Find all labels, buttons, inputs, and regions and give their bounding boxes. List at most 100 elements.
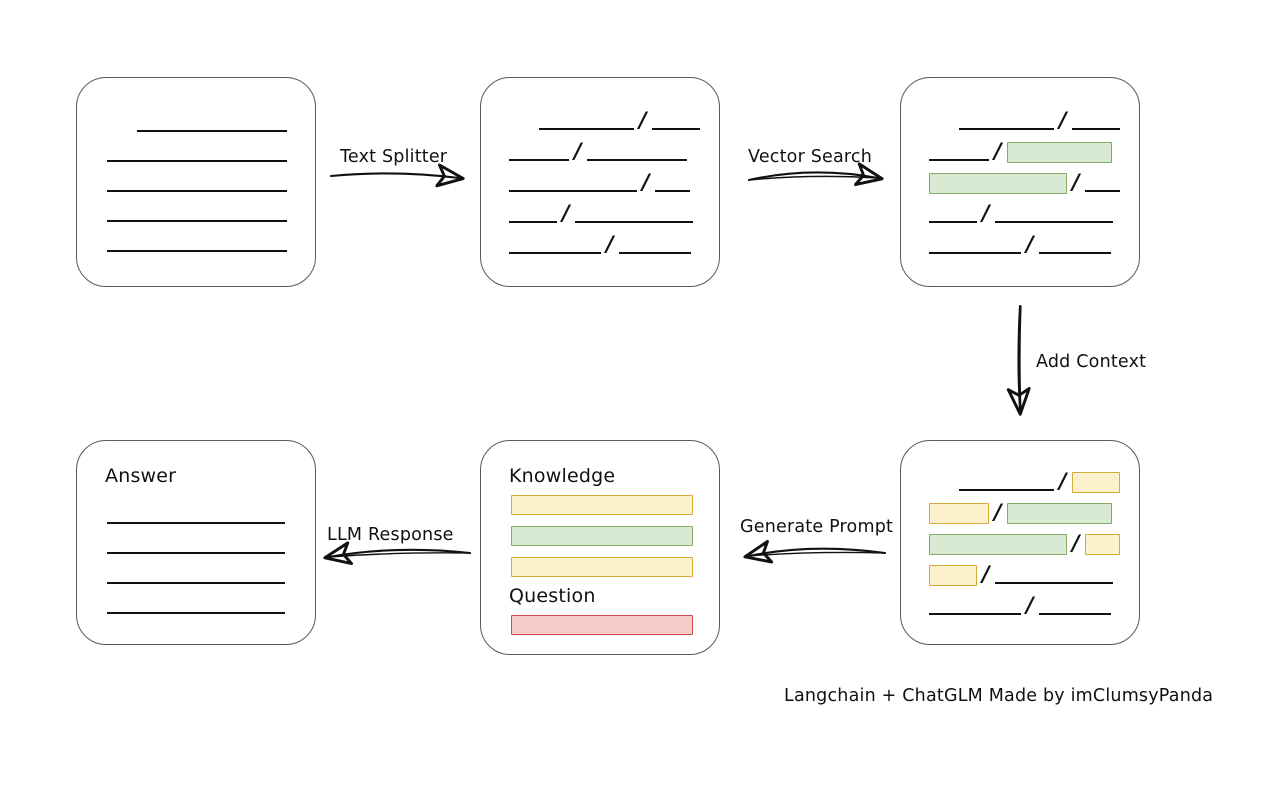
line-segment — [107, 504, 285, 526]
footer-credit: Langchain + ChatGLM Made by imClumsyPand… — [784, 686, 1214, 706]
line-segment — [1038, 595, 1111, 617]
doc-row — [107, 504, 285, 526]
slash-separator: / — [1026, 231, 1034, 256]
edge-label-text-splitter: Text Splitter — [340, 147, 448, 167]
line-segment — [1084, 172, 1120, 194]
line-segment — [107, 142, 287, 164]
line-segment — [509, 141, 569, 163]
doc-row: / — [509, 169, 690, 194]
answer-label: Answer — [105, 465, 177, 487]
arrow-text-splitter — [329, 163, 465, 188]
doc-row: / — [929, 592, 1111, 617]
slash-separator: / — [1072, 169, 1080, 194]
slash-separator: / — [994, 499, 1002, 524]
slash-separator: / — [994, 138, 1002, 163]
doc-row — [107, 202, 287, 224]
highlight-segment-green — [929, 172, 1067, 194]
line-segment — [1071, 110, 1120, 132]
doc-row: / — [929, 202, 1113, 225]
doc-row — [107, 142, 287, 164]
edge-label-vector-search: Vector Search — [748, 147, 873, 167]
doc-row: / — [509, 200, 693, 225]
knowledge-bar-yellow — [511, 557, 693, 577]
line-segment — [994, 564, 1113, 586]
arrow-vector-search — [747, 162, 884, 187]
doc-row: / — [929, 561, 1113, 586]
doc-row: / — [539, 107, 700, 132]
doc-row: / — [509, 138, 687, 163]
edge-label-generate-prompt: Generate Prompt — [740, 517, 894, 537]
line-segment — [107, 202, 287, 224]
slash-separator: / — [639, 107, 647, 132]
arrow-add-context — [1006, 304, 1031, 416]
line-segment — [107, 534, 285, 556]
doc-row — [107, 594, 285, 616]
doc-row: / — [959, 107, 1120, 132]
node-answer[interactable]: Answer — [76, 440, 316, 645]
highlight-segment-yellow — [929, 502, 989, 524]
highlight-segment-yellow — [1084, 533, 1120, 555]
doc-row — [107, 232, 287, 254]
slash-separator: / — [1026, 592, 1034, 617]
line-segment — [137, 112, 287, 134]
line-segment — [1038, 234, 1111, 256]
highlight-segment-green — [1006, 141, 1112, 163]
line-segment — [107, 594, 285, 616]
slash-separator: / — [562, 200, 570, 225]
line-segment — [539, 110, 634, 132]
node-matched-document[interactable]: / / / / / — [900, 77, 1140, 287]
doc-row — [107, 534, 285, 556]
slash-separator: / — [574, 138, 582, 163]
node-source-document[interactable] — [76, 77, 316, 287]
line-segment — [994, 203, 1113, 225]
line-segment — [509, 234, 601, 256]
line-segment — [618, 234, 691, 256]
knowledge-bar-green — [511, 526, 693, 546]
line-segment — [959, 110, 1054, 132]
doc-row — [137, 112, 287, 134]
edge-label-add-context: Add Context — [1036, 352, 1147, 372]
highlight-segment-yellow — [929, 564, 977, 586]
doc-row — [107, 172, 287, 194]
slash-separator: / — [1059, 107, 1067, 132]
prompt-question-label: Question — [509, 585, 596, 607]
slash-separator: / — [1059, 468, 1067, 493]
line-segment — [654, 172, 690, 194]
slash-separator: / — [642, 169, 650, 194]
slash-separator: / — [1072, 530, 1080, 555]
line-segment — [959, 471, 1054, 493]
doc-row: / — [959, 468, 1120, 493]
line-segment — [929, 595, 1021, 617]
line-segment — [651, 110, 700, 132]
arrow-llm-response — [323, 541, 472, 566]
edge-label-llm-response: LLM Response — [327, 525, 454, 545]
node-prompt[interactable]: Knowledge Question — [480, 440, 720, 655]
slash-separator: / — [606, 231, 614, 256]
slash-separator: / — [982, 561, 990, 586]
doc-row: / — [929, 530, 1120, 555]
doc-row — [107, 564, 285, 586]
line-segment — [107, 172, 287, 194]
doc-row: / — [509, 231, 691, 256]
arrow-generate-prompt — [743, 540, 887, 564]
line-segment — [574, 203, 693, 225]
doc-row: / — [929, 499, 1112, 524]
line-segment — [929, 203, 977, 225]
highlight-segment-green — [1006, 502, 1112, 524]
doc-row: / — [929, 231, 1111, 256]
line-segment — [586, 141, 687, 163]
doc-row: / — [929, 138, 1112, 163]
highlight-segment-green — [929, 533, 1067, 555]
prompt-knowledge-label: Knowledge — [509, 465, 616, 487]
knowledge-bar-yellow — [511, 495, 693, 515]
highlight-segment-yellow — [1071, 471, 1120, 493]
doc-row: / — [929, 169, 1120, 194]
line-segment — [509, 203, 557, 225]
line-segment — [509, 172, 637, 194]
line-segment — [107, 232, 287, 254]
line-segment — [107, 564, 285, 586]
question-bar-red — [511, 615, 693, 635]
node-split-document[interactable]: / / / / / — [480, 77, 720, 287]
node-context-document[interactable]: / / / / / — [900, 440, 1140, 645]
